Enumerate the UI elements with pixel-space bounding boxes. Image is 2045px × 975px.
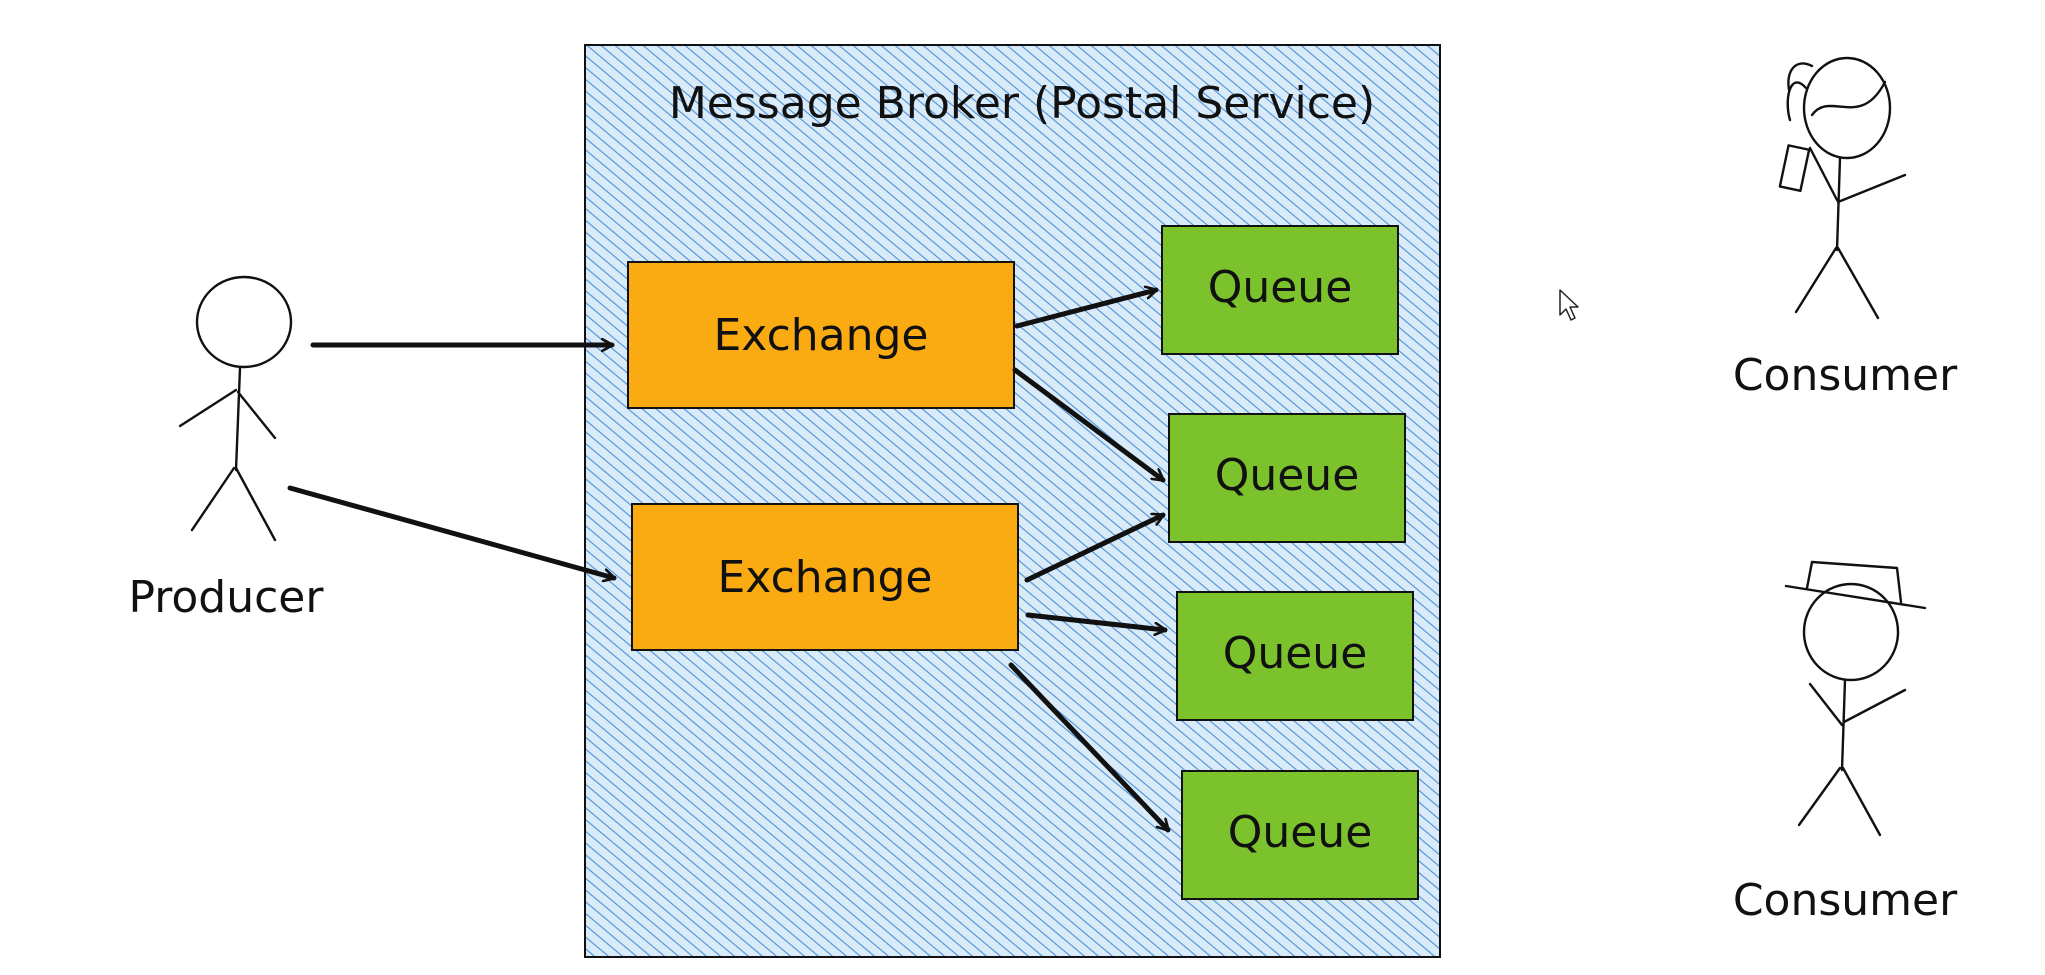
queue-1-label: Queue	[1208, 262, 1353, 313]
exchange-2-label: Exchange	[718, 552, 933, 603]
queue-2-label: Queue	[1215, 450, 1360, 501]
queue-3-label: Queue	[1223, 628, 1368, 679]
stick-figure-with-hat-icon	[1784, 560, 1927, 837]
arrow-exchange-1-to-queue-2	[1012, 367, 1166, 483]
queue-1: Queue	[1161, 225, 1399, 355]
arrow-exchange-2-to-queue-2	[1024, 512, 1166, 583]
stick-figure-with-phone-icon	[1778, 56, 1907, 320]
consumer-1-label: Consumer	[1733, 350, 1958, 401]
arrow-exchange-2-to-queue-3	[1025, 612, 1168, 630]
producer: Producer	[129, 275, 325, 623]
arrow-exchange-2-to-queue-4	[1008, 662, 1171, 833]
consumer-2-label: Consumer	[1733, 875, 1958, 926]
exchange-1: Exchange	[627, 261, 1015, 409]
consumer-1: Consumer	[1733, 56, 1958, 401]
producer-label: Producer	[129, 572, 325, 623]
queue-3: Queue	[1176, 591, 1414, 721]
stick-figure-icon	[178, 275, 293, 542]
queue-4-label: Queue	[1228, 807, 1373, 858]
queue-4: Queue	[1181, 770, 1419, 900]
exchange-2: Exchange	[631, 503, 1019, 651]
exchange-1-label: Exchange	[714, 310, 929, 361]
arrow-exchange-1-to-queue-1	[1014, 290, 1159, 329]
broker-title: Message Broker (Postal Service)	[669, 78, 1375, 129]
arrows	[287, 290, 1171, 833]
queue-2: Queue	[1168, 413, 1406, 543]
consumer-2: Consumer	[1733, 560, 1958, 926]
arrow-producer-to-exchange-2	[287, 485, 617, 578]
mouse-cursor-icon	[1559, 289, 1579, 321]
